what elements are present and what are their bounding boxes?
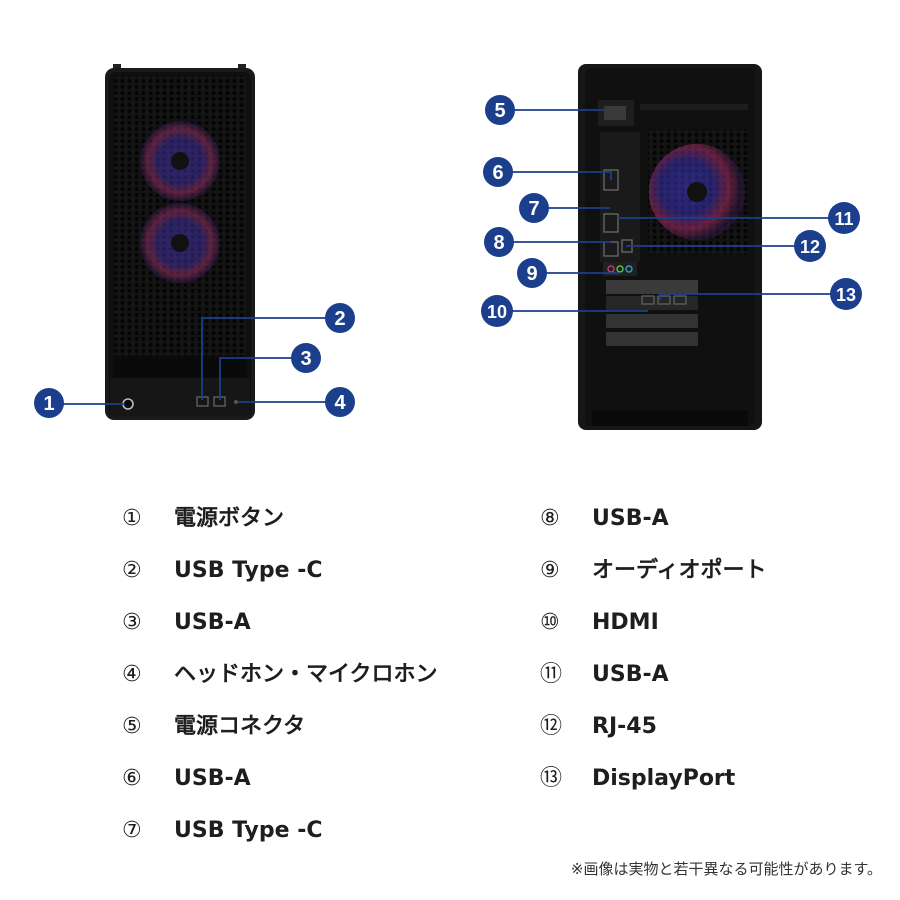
legend-number: ④ xyxy=(122,662,142,687)
callout-5: 5 xyxy=(485,95,515,125)
front-fan-bottom xyxy=(140,203,220,283)
callout-3: 3 xyxy=(291,343,321,373)
legend-number: ① xyxy=(122,506,142,531)
legend-number: ② xyxy=(122,558,142,583)
callout-10: 10 xyxy=(481,295,513,327)
legend-item-4: ④ ヘッドホン・マイクロホン xyxy=(122,660,438,690)
legend-number: ⑩ xyxy=(540,610,560,635)
legend-label: USB-A xyxy=(592,506,669,531)
legend-item-10: ⑩ HDMI xyxy=(540,608,659,638)
legend-label: USB-A xyxy=(592,662,669,687)
legend-item-7: ⑦ USB Type -C xyxy=(122,816,322,846)
callout-6: 6 xyxy=(483,157,513,187)
legend-item-1: ① 電源ボタン xyxy=(122,504,284,534)
callout-12-number: 12 xyxy=(800,237,820,257)
callout-11-number: 11 xyxy=(834,209,853,229)
legend-label: DisplayPort xyxy=(592,766,736,791)
callout-9: 9 xyxy=(517,258,547,288)
callout-9-number: 9 xyxy=(526,263,537,285)
legend-label: 電源コネクタ xyxy=(174,714,306,739)
legend-number: ⑥ xyxy=(122,766,142,791)
legend-item-2: ② USB Type -C xyxy=(122,556,322,586)
legend-number: ⑫ xyxy=(540,714,563,739)
legend-item-9: ⑨ オーディオポート xyxy=(540,556,766,586)
legend-item-3: ③ USB-A xyxy=(122,608,251,638)
callout-4: 4 xyxy=(325,387,355,417)
callout-1-number: 1 xyxy=(43,393,54,415)
legend-item-11: ⑪ USB-A xyxy=(540,660,669,690)
legend-label: USB-A xyxy=(174,766,251,791)
legend-number: ⑬ xyxy=(540,766,563,791)
front-fan-top xyxy=(140,121,220,201)
legend-item-6: ⑥ USB-A xyxy=(122,764,251,794)
callout-5-number: 5 xyxy=(494,100,505,122)
legend-item-12: ⑫ RJ-45 xyxy=(540,712,657,742)
legend-label: ヘッドホン・マイクロホン xyxy=(174,662,438,687)
callout-12: 12 xyxy=(794,230,826,262)
callout-8: 8 xyxy=(484,227,514,257)
callout-13-number: 13 xyxy=(836,285,856,305)
legend-label: オーディオポート xyxy=(592,558,767,583)
legend-number: ⑪ xyxy=(540,662,563,687)
legend-item-13: ⑬ DisplayPort xyxy=(540,764,735,794)
callout-4-number: 4 xyxy=(334,392,346,414)
pc-tower-figure: 1 2 3 4 5 6 7 8 9 10 11 12 13 xyxy=(34,64,862,430)
legend-number: ⑦ xyxy=(122,818,142,843)
callouts: 1 2 3 4 5 6 7 8 9 10 11 12 13 xyxy=(34,95,862,418)
legend-label: HDMI xyxy=(592,610,659,635)
legend-label: USB-A xyxy=(174,610,251,635)
legend-item-8: ⑧ USB-A xyxy=(540,504,669,534)
callout-10-number: 10 xyxy=(487,302,507,322)
legend-number: ⑧ xyxy=(540,506,560,531)
legend-item-5: ⑤ 電源コネクタ xyxy=(122,712,305,742)
legend-label: USB Type -C xyxy=(174,818,323,843)
legend-label: 電源ボタン xyxy=(174,506,285,531)
legend-number: ⑤ xyxy=(122,714,142,739)
legend-label: RJ-45 xyxy=(592,714,657,739)
callout-11: 11 xyxy=(828,202,860,234)
callout-2: 2 xyxy=(325,303,355,333)
legend-label: USB Type -C xyxy=(174,558,323,583)
callout-13: 13 xyxy=(830,278,862,310)
disclaimer-text: ※画像は実物と若干異なる可能性があります。 xyxy=(570,860,882,878)
callout-1: 1 xyxy=(34,388,64,418)
callout-7: 7 xyxy=(519,193,549,223)
rear-fan xyxy=(649,144,745,240)
legend-number: ⑨ xyxy=(540,558,560,583)
callout-6-number: 6 xyxy=(492,162,503,184)
legend-number: ③ xyxy=(122,610,142,635)
callout-2-number: 2 xyxy=(334,308,345,330)
pc-front-view xyxy=(105,64,255,420)
callout-3-number: 3 xyxy=(300,348,311,370)
callout-8-number: 8 xyxy=(493,232,504,254)
callout-7-number: 7 xyxy=(528,198,539,220)
pc-back-view xyxy=(578,64,762,430)
